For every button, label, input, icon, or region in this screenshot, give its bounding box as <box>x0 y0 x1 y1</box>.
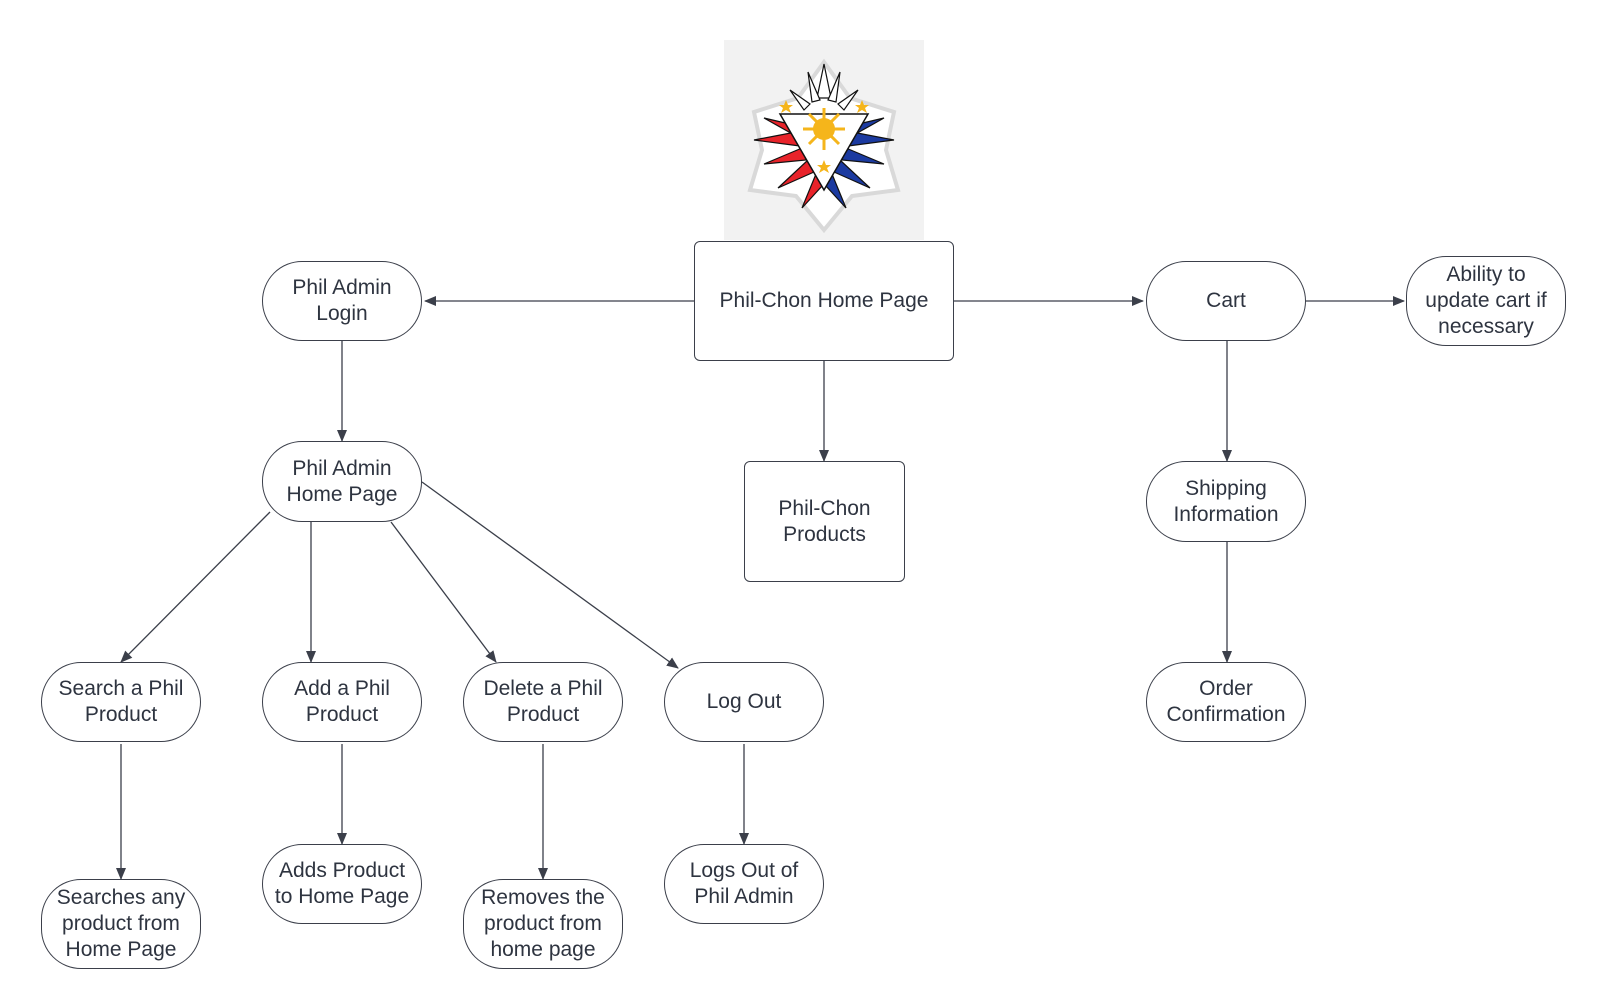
node-removes-product: Removes the product from home page <box>463 879 623 969</box>
node-label: Adds Product to Home Page <box>274 859 410 908</box>
node-label: Phil-Chon Home Page <box>719 289 929 312</box>
node-order-confirmation: Order Confirmation <box>1146 662 1306 742</box>
node-searches-any-product: Searches any product from Home Page <box>41 879 201 969</box>
node-label: Phil Admin Login <box>292 276 392 325</box>
node-label: Ability to update cart if necessary <box>1425 263 1547 338</box>
node-label: Removes the product from home page <box>481 886 605 961</box>
node-label: Add a Phil Product <box>294 677 390 726</box>
node-cart: Cart <box>1146 261 1306 341</box>
node-label: Delete a Phil Product <box>483 677 603 726</box>
edge-admin-home-to-delete <box>390 521 497 663</box>
node-update-cart: Ability to update cart if necessary <box>1406 256 1566 346</box>
node-add-phil-product: Add a Phil Product <box>262 662 422 742</box>
node-phil-chon-products: Phil-Chon Products <box>744 461 905 582</box>
edge-admin-home-to-logout <box>421 481 679 669</box>
node-phil-chon-home-page: Phil-Chon Home Page <box>694 241 954 361</box>
node-phil-admin-login: Phil Admin Login <box>262 261 422 341</box>
node-delete-phil-product: Delete a Phil Product <box>463 662 623 742</box>
node-search-phil-product: Search a Phil Product <box>41 662 201 742</box>
node-phil-admin-home-page: Phil Admin Home Page <box>262 441 422 522</box>
node-label: Cart <box>1206 289 1246 312</box>
node-label: Logs Out of Phil Admin <box>689 859 799 908</box>
node-adds-product: Adds Product to Home Page <box>262 844 422 924</box>
logo-panel <box>724 40 924 240</box>
edge-admin-home-to-search <box>120 511 271 663</box>
philippine-sun-star-logo-icon <box>747 58 901 234</box>
node-label: Shipping Information <box>1173 476 1279 526</box>
node-label: Search a Phil Product <box>58 677 184 726</box>
node-logs-out: Logs Out of Phil Admin <box>664 844 824 924</box>
node-log-out: Log Out <box>664 662 824 742</box>
node-label: Phil Admin Home Page <box>286 456 398 506</box>
node-label: Order Confirmation <box>1166 677 1286 726</box>
node-label: Searches any product from Home Page <box>56 886 186 961</box>
node-label: Log Out <box>706 690 782 713</box>
node-label: Phil-Chon Products <box>778 496 871 546</box>
node-shipping-information: Shipping Information <box>1146 461 1306 542</box>
